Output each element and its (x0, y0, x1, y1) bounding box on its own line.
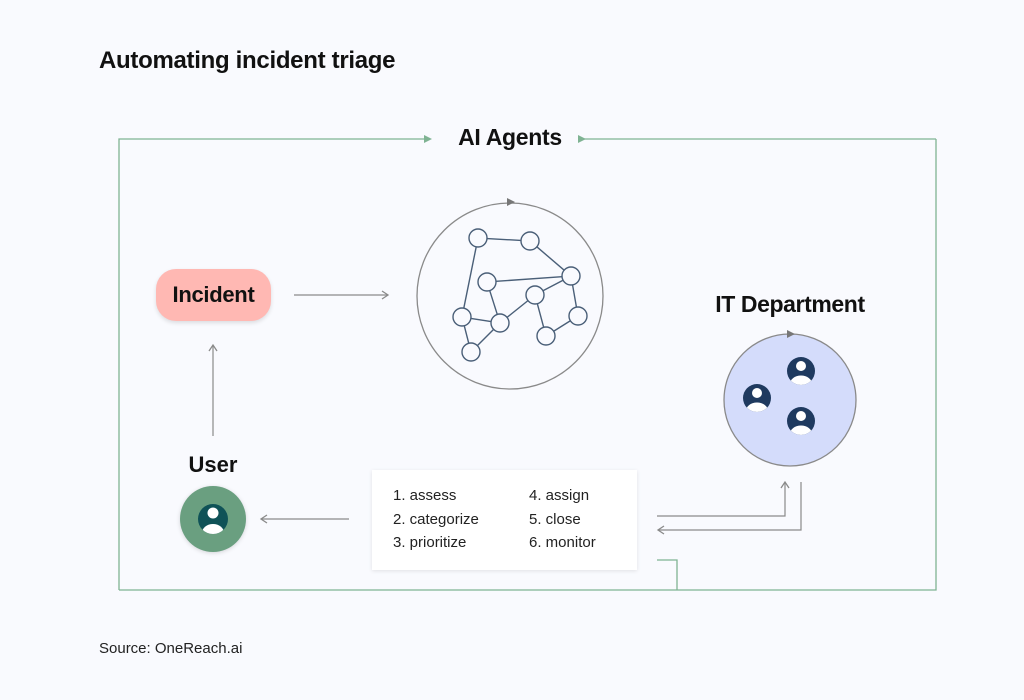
network-edge (536, 246, 565, 271)
person-icon (787, 407, 815, 435)
network-edge (536, 303, 545, 328)
agent-node (461, 342, 481, 362)
step-item: 3. prioritize (393, 534, 467, 551)
network-edge (470, 317, 492, 323)
step-item: 4. assign (529, 487, 590, 504)
agent-node (561, 266, 581, 286)
triage-steps-card: 1. assess 2. categorize 3. prioritize 4.… (372, 470, 637, 570)
frame-arrow-right-icon (578, 135, 586, 143)
it-cycle-arrow-icon (787, 330, 795, 338)
frame-right-segment (119, 139, 937, 591)
user-avatar (180, 486, 246, 552)
it-department-group (723, 330, 857, 467)
agent-node (520, 231, 540, 251)
user-icon (198, 504, 228, 534)
page-title: Automating incident triage (99, 47, 396, 74)
step-item: 2. categorize (393, 510, 479, 528)
it-to-steps-arrow (656, 482, 802, 535)
network-edge (495, 275, 563, 283)
step-item: 1. assess (393, 487, 457, 504)
network-edge (553, 320, 571, 332)
network-edge (476, 328, 495, 347)
agents-cycle-arrow-icon (507, 198, 515, 206)
agents-frame (118, 135, 937, 591)
steps-column-1: 1. assess 2. categorize 3. prioritize (393, 484, 479, 555)
network-edge (486, 237, 522, 242)
it-department-label: IT Department (715, 291, 865, 317)
agent-node (452, 307, 472, 327)
ai-agents-label: AI Agents (458, 124, 562, 150)
agent-node (490, 313, 510, 333)
agent-node (568, 306, 588, 326)
frame-notch (657, 559, 678, 590)
agent-node (468, 228, 488, 248)
network-edge (463, 246, 477, 309)
agent-node (477, 272, 497, 292)
steps-to-it-arrow (657, 480, 790, 517)
agents-network (416, 198, 604, 390)
steps-column-2: 4. assign 5. close 6. monitor (529, 484, 596, 555)
network-edge (463, 325, 470, 344)
network-edge (506, 300, 529, 318)
step-item: 5. close (529, 510, 581, 528)
person-icon (787, 357, 815, 385)
source-caption: Source: OneReach.ai (99, 640, 243, 657)
person-icon (743, 384, 771, 412)
incident-box: Incident (156, 269, 271, 321)
step-item: 6. monitor (529, 534, 596, 551)
agent-node (536, 326, 556, 346)
network-edge (571, 284, 578, 308)
incident-label: Incident (172, 282, 255, 307)
user-label: User (188, 452, 238, 477)
network-edge (542, 279, 564, 292)
network-edge (489, 290, 498, 315)
agent-node (525, 285, 545, 305)
frame-left-segment (118, 135, 432, 590)
